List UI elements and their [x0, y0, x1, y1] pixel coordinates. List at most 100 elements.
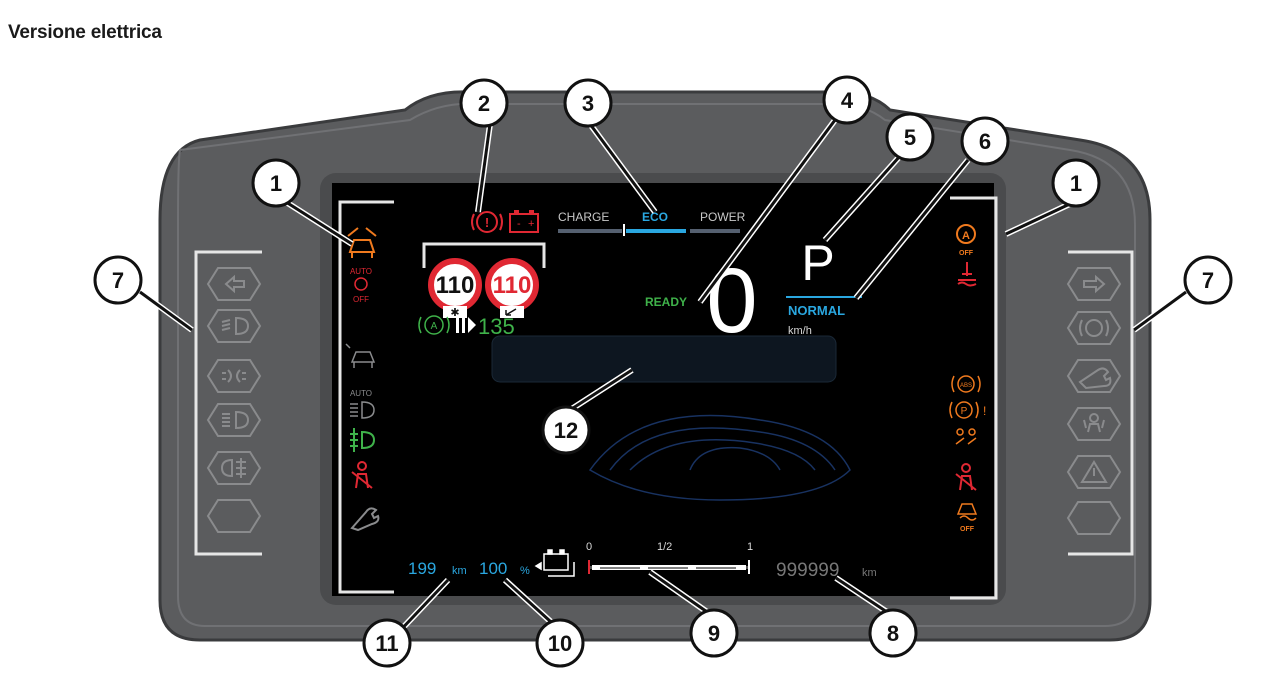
svg-text:AUTO: AUTO	[350, 389, 372, 398]
page-title: Versione elettrica	[8, 22, 162, 43]
driver-attention-icon	[955, 428, 977, 445]
callout-2: 2	[459, 78, 509, 128]
svg-text:-: -	[517, 218, 521, 230]
svg-text:+: +	[528, 218, 534, 230]
car-silhouette-background	[588, 414, 851, 501]
mode-bar-marker	[623, 224, 625, 236]
svg-text:8: 8	[887, 621, 899, 646]
callout-9: 9	[689, 608, 739, 658]
svg-text:7: 7	[1202, 268, 1214, 293]
ready-indicator: READY	[645, 295, 687, 309]
gauge-tick-1: 1	[747, 541, 753, 553]
svg-text:4: 4	[841, 88, 854, 113]
left-icon-glyphs	[220, 274, 250, 478]
callout-7-left: 7	[93, 255, 143, 305]
svg-text:P: P	[961, 406, 968, 417]
mode-bar-charge-segment	[558, 229, 622, 233]
svg-text:!: !	[485, 215, 489, 230]
svg-text:1: 1	[1070, 171, 1082, 196]
gauge-tick-half: 1/2	[657, 541, 672, 553]
range-unit: km	[452, 565, 467, 577]
svg-text:ABS: ABS	[960, 383, 972, 389]
message-display-area	[491, 335, 837, 383]
callout-8: 8	[868, 608, 918, 658]
parking-brake-icon	[1079, 319, 1109, 337]
svg-text:OFF: OFF	[960, 526, 975, 533]
callout-1-right: 1	[1051, 158, 1101, 208]
callout-7-right: 7	[1183, 255, 1233, 305]
svg-text:✱: ✱	[450, 306, 459, 319]
coolant-temp-icon	[957, 262, 977, 287]
charge-unit: %	[520, 565, 530, 577]
mode-bar-eco-segment	[626, 229, 686, 233]
svg-text:1: 1	[270, 171, 282, 196]
callout-11: 11	[362, 618, 412, 668]
drive-profile-line	[786, 296, 862, 298]
brake-system-icon: P !	[949, 401, 986, 419]
mode-bar-power-segment	[690, 229, 740, 233]
callout-5: 5	[885, 112, 935, 162]
svg-text:2: 2	[478, 91, 490, 116]
airbag-icon	[1083, 413, 1105, 433]
svg-text:A: A	[431, 321, 438, 332]
cruise-setpoint: 135	[478, 314, 515, 339]
service-wrench-icon	[1078, 367, 1112, 390]
side-lights-icon	[222, 369, 246, 383]
svg-text:12: 12	[554, 418, 578, 443]
range-value: 199	[408, 559, 436, 578]
high-beam-icon	[222, 410, 250, 430]
esp-off-icon: OFF	[956, 503, 978, 533]
callout-circles: 1 2 3 4 5 6 1 7 7 12 11 10 9 8	[93, 75, 1233, 668]
car-forward-collision-icon	[345, 343, 376, 368]
right-icon-column	[1066, 267, 1122, 535]
hazard-icon	[1080, 460, 1108, 483]
svg-text:10: 10	[548, 631, 572, 656]
callout-4: 4	[822, 75, 872, 125]
callout-3: 3	[563, 78, 613, 128]
speed-limit-sign-2: 110	[485, 258, 539, 318]
rear-fog-icon	[220, 458, 246, 478]
left-turn-icon	[224, 274, 245, 294]
speed-limit-sign-1: 110 ✱	[428, 258, 482, 319]
front-fog-icon	[350, 428, 376, 452]
battery-warning-icon: - +	[509, 210, 539, 233]
auto-hold-icon: AUTO OFF	[350, 267, 372, 304]
svg-text:!: !	[983, 404, 986, 418]
service-wrench-small-icon	[350, 507, 380, 532]
svg-text:OFF: OFF	[959, 250, 974, 257]
right-group-bracket	[1068, 250, 1134, 556]
svg-text:110: 110	[436, 272, 475, 299]
drive-profile: NORMAL	[788, 303, 845, 318]
left-group-bracket	[194, 250, 262, 556]
svg-text:A: A	[962, 230, 970, 242]
right-turn-icon	[1083, 274, 1106, 294]
battery-level-gauge	[588, 560, 750, 574]
drive-mode-power: POWER	[700, 210, 746, 224]
svg-text:110: 110	[493, 272, 532, 299]
drive-mode-eco: ECO	[642, 210, 668, 224]
auto-high-beam-icon: AUTO	[350, 389, 375, 419]
abs-icon: ABS	[951, 375, 981, 393]
car-distance-icon	[347, 227, 377, 258]
left-screen-bracket	[338, 200, 394, 594]
left-icon-column	[206, 267, 262, 533]
svg-text:7: 7	[112, 268, 124, 293]
speed-limit-bracket	[422, 242, 546, 268]
gear-indicator: P	[801, 235, 834, 291]
odometer-value: 999999	[776, 560, 839, 581]
callout-12: 12	[541, 405, 591, 455]
svg-text:11: 11	[375, 631, 398, 656]
callout-6: 6	[960, 116, 1010, 166]
speed-unit: km/h	[788, 325, 812, 337]
svg-text:6: 6	[979, 129, 991, 154]
right-screen-bracket	[950, 196, 998, 600]
svg-text:9: 9	[708, 621, 720, 646]
gauge-tick-0: 0	[586, 541, 592, 553]
svg-text:5: 5	[904, 125, 916, 150]
start-stop-off-icon: A OFF	[956, 224, 976, 257]
charge-value: 100	[479, 559, 507, 578]
svg-text:3: 3	[582, 91, 594, 116]
low-beam-icon	[221, 316, 250, 336]
brake-warning-icon: !	[471, 211, 503, 233]
